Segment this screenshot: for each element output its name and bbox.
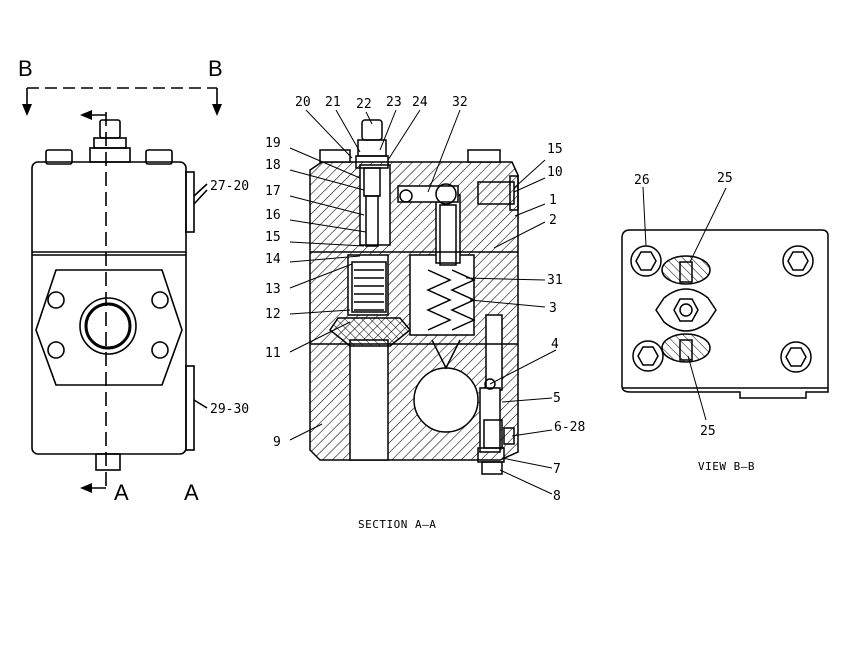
- callout-17: 17: [265, 184, 281, 199]
- callout-22: 22: [356, 97, 372, 112]
- callout-31: 31: [547, 273, 563, 288]
- section-caption: SECTION A–A: [358, 518, 436, 531]
- callout-6-28: 6-28: [554, 420, 585, 435]
- callout-20: 20: [295, 95, 311, 110]
- callout-12: 12: [265, 307, 281, 322]
- callout-21: 21: [325, 95, 341, 110]
- callout-29-30: 29-30: [210, 402, 249, 417]
- callout-25-bottom: 25: [700, 424, 716, 439]
- callout-8: 8: [553, 489, 561, 504]
- callouts-top: 20 21 22 23 24 32: [295, 95, 468, 112]
- callout-27-20: 27-20: [210, 179, 249, 194]
- callout-1: 1: [549, 193, 557, 208]
- callout-10: 10: [547, 165, 563, 180]
- callout-2: 2: [549, 213, 557, 228]
- callout-9: 9: [273, 435, 281, 450]
- view-b-caption: VIEW B–B: [698, 460, 755, 473]
- callout-32: 32: [452, 95, 468, 110]
- callout-25-top: 25: [717, 171, 733, 186]
- section-marker-b-right: B: [208, 56, 223, 81]
- callout-7: 7: [553, 462, 561, 477]
- callout-11: 11: [265, 346, 281, 361]
- callout-23: 23: [386, 95, 402, 110]
- callout-26: 26: [634, 173, 650, 188]
- view-b: [621, 229, 829, 399]
- callout-5: 5: [553, 391, 561, 406]
- section-marker-a-right: A: [184, 480, 199, 505]
- callout-3: 3: [549, 301, 557, 316]
- section-marker-a-left: A: [114, 480, 129, 505]
- section-view: [309, 119, 519, 475]
- callout-18: 18: [265, 158, 281, 173]
- callouts-right: 15 10 1 2 31 3 4 5 6-28 7 8: [547, 142, 585, 504]
- left-view: [22, 87, 222, 493]
- callout-19: 19: [265, 136, 281, 151]
- callout-15-left: 15: [265, 230, 281, 245]
- callout-16: 16: [265, 208, 281, 223]
- section-leaders: [289, 109, 557, 495]
- callout-13: 13: [265, 282, 281, 297]
- callout-4: 4: [551, 337, 559, 352]
- callout-14: 14: [265, 252, 281, 267]
- section-marker-b-left: B: [18, 56, 33, 81]
- callout-15-right: 15: [547, 142, 563, 157]
- callout-24: 24: [412, 95, 428, 110]
- callouts-left: 19 18 17 16 15 14 13 12 11 9: [265, 136, 281, 450]
- view-b-leaders: [642, 186, 727, 421]
